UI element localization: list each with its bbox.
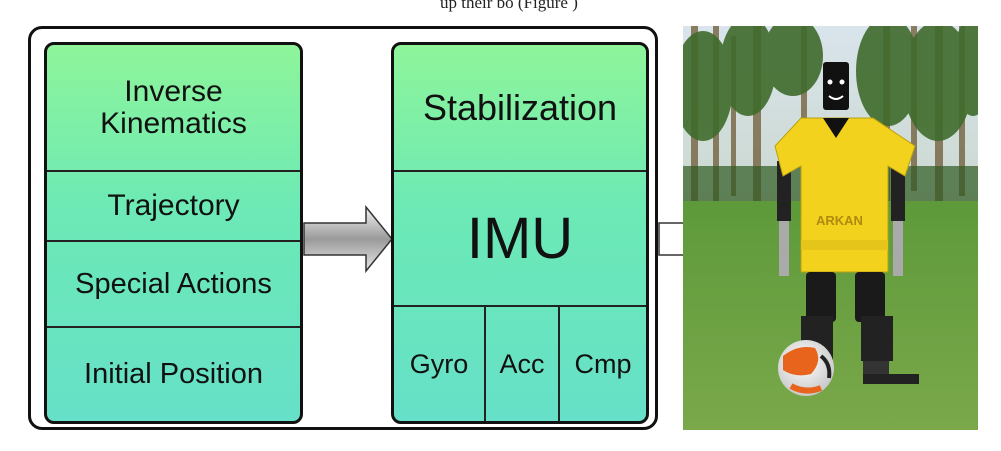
sensor-row: Gyro Acc Cmp xyxy=(394,307,646,421)
gyro-cell: Gyro xyxy=(394,307,486,421)
cmp-label: Cmp xyxy=(574,348,632,379)
imu-label: IMU xyxy=(466,206,574,271)
imu-cell: IMU xyxy=(394,172,646,307)
special-actions-cell: Special Actions xyxy=(47,242,300,328)
stabilization-panel: Stabilization IMU Gyro Acc Cmp xyxy=(391,42,649,424)
cmp-cell: Cmp xyxy=(560,307,646,421)
humanoid-robot-photo: ARKAN xyxy=(683,26,978,430)
initial-position-cell: Initial Position xyxy=(47,328,300,421)
trajectory-cell: Trajectory xyxy=(47,172,300,242)
acc-cell: Acc xyxy=(486,307,560,421)
stabilization-cell: Stabilization xyxy=(394,45,646,172)
special-actions-label: Special Actions xyxy=(75,267,272,300)
acc-label: Acc xyxy=(499,348,545,379)
trajectory-label: Trajectory xyxy=(107,189,240,222)
initial-position-label: Initial Position xyxy=(84,358,263,390)
inverse-kinematics-cell: Inverse Kinematics xyxy=(47,45,300,172)
gyro-label: Gyro xyxy=(409,348,469,379)
motion-generation-panel: Inverse Kinematics Trajectory Special Ac… xyxy=(44,42,303,424)
jersey-text: ARKAN xyxy=(816,213,863,228)
right-arrow-icon xyxy=(303,205,393,273)
inverse-kinematics-label: Inverse Kinematics xyxy=(100,74,247,140)
figure-caption-fragment: up their bo (Figure ) xyxy=(440,0,578,12)
stabilization-label: Stabilization xyxy=(422,86,618,128)
